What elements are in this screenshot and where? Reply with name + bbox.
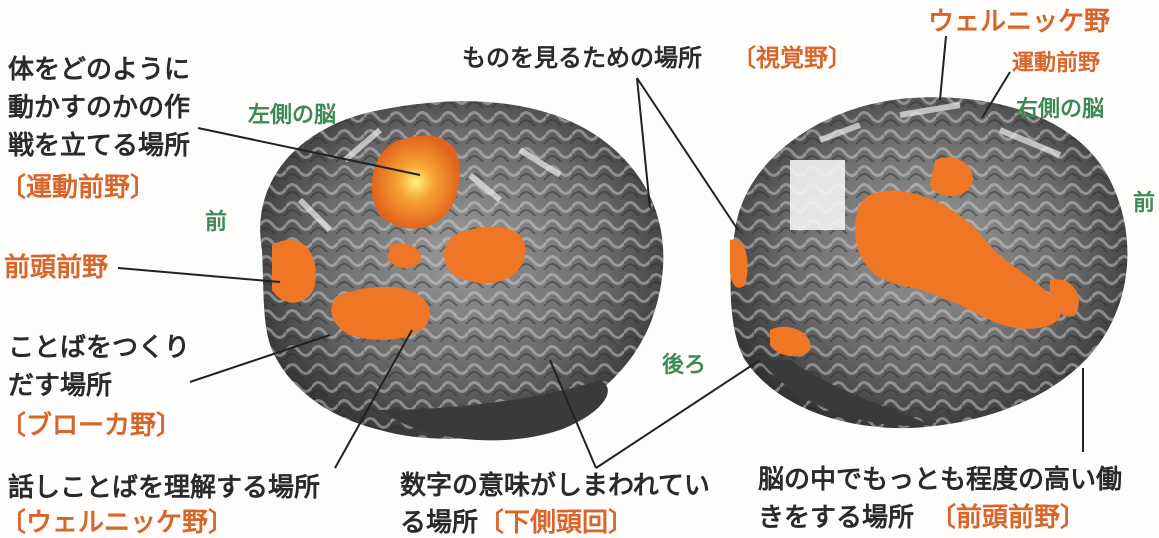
prefrontal-left-label: 前頭前野 (4, 250, 108, 286)
planning-line-2: 動かすのかの作 (8, 90, 190, 126)
front-right-label: 前 (1133, 186, 1155, 222)
premotor-top-label: 運動前野 (1012, 46, 1100, 82)
left-brain-label: 左側の脳 (248, 98, 336, 134)
highest-line-2: きをする場所 (758, 500, 914, 536)
planning-line-1: 体をどのように (8, 52, 190, 88)
visual-description: ものを見るための場所 (462, 40, 702, 76)
planning-line-3: 戦を立てる場所 (8, 128, 190, 164)
back-label: 後ろ (662, 348, 706, 384)
left-broca-activation (331, 287, 430, 340)
left-wernicke-activation (444, 227, 526, 283)
planning-region-label: 〔運動前野〕 (0, 170, 156, 206)
number-region-label: 〔下側頭回〕 (478, 505, 634, 538)
wernicke-top-label: ウェルニッケ野 (928, 4, 1110, 40)
highest-line-1: 脳の中でもっとも程度の高い働 (758, 462, 1122, 498)
broca-line-2: だす場所 (8, 368, 112, 404)
visual-region-label: 〔視覚野〕 (732, 40, 852, 76)
left-brain (260, 101, 663, 440)
number-line-1: 数字の意味がしまわれてい (400, 468, 710, 504)
broca-region-label: 〔ブローカ野〕 (0, 408, 182, 444)
front-left-label: 前 (205, 205, 227, 241)
highest-region-label: 〔前頭前野〕 (930, 500, 1086, 536)
broca-line-1: ことばをつくり (8, 330, 190, 366)
right-brain-label: 右側の脳 (1016, 92, 1104, 128)
number-line-2: る場所 (400, 505, 478, 538)
right-brain (730, 97, 1127, 428)
wernicke-description: 話しことばを理解する場所 (8, 470, 320, 506)
wernicke-region-label: 〔ウェルニッケ野〕 (0, 505, 234, 538)
